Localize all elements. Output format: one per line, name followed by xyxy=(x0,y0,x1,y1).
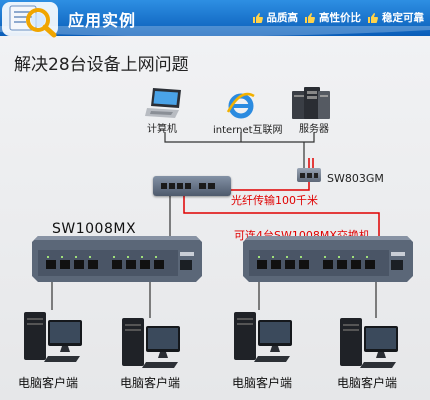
magnifier-logo-icon xyxy=(2,2,58,38)
badge-value: 高性价比 xyxy=(304,10,361,25)
header-badges: 品质高 高性价比 稳定可靠 xyxy=(252,10,424,25)
badge-label: 高性价比 xyxy=(319,12,361,24)
top-link xyxy=(164,132,315,143)
sw1008mx-left-device xyxy=(32,236,202,282)
server-label: 服务器 xyxy=(299,124,329,135)
desktop-pc-icon xyxy=(24,312,82,362)
sw1008mx-right-device xyxy=(243,236,413,282)
sw803gm-device xyxy=(297,168,321,182)
header-title: 应用实例 xyxy=(68,11,137,30)
thumb-icon xyxy=(305,12,315,23)
header-bar xyxy=(0,0,430,37)
fiber-line xyxy=(226,158,310,191)
server-icon xyxy=(292,87,330,119)
thumb-icon xyxy=(252,12,263,23)
sw1008mx-label: SW1008MX xyxy=(52,221,137,237)
desktop-pc-icon xyxy=(340,318,398,368)
computer-label: 计算机 xyxy=(147,124,177,135)
laptop-icon xyxy=(145,88,181,118)
internet-explorer-icon xyxy=(226,92,255,119)
client-label: 电脑客户端 xyxy=(337,376,398,390)
cascade-link-right xyxy=(183,196,380,236)
fiber-switch-ports xyxy=(161,183,215,189)
badge-stable: 稳定可靠 xyxy=(367,10,424,25)
fiber-label: 光纤传输100千米 xyxy=(231,194,318,207)
desktop-pc-icon xyxy=(122,318,180,368)
desktop-pc-icon xyxy=(234,312,292,362)
client-label: 电脑客户端 xyxy=(18,376,79,390)
thumb-icon xyxy=(368,12,378,23)
badge-label: 品质高 xyxy=(266,12,299,24)
internet-label: internet互联网 xyxy=(213,125,283,136)
badge-quality: 品质高 xyxy=(252,10,299,25)
badge-label: 稳定可靠 xyxy=(382,12,424,24)
client-label: 电脑客户端 xyxy=(232,376,293,390)
fiber-switch-device xyxy=(153,176,231,196)
page-title: 解决28台设备上网问题 xyxy=(14,55,189,75)
client-label: 电脑客户端 xyxy=(120,376,181,390)
sw803gm-label: SW803GM xyxy=(327,172,384,185)
sw803gm-ports xyxy=(300,173,318,178)
